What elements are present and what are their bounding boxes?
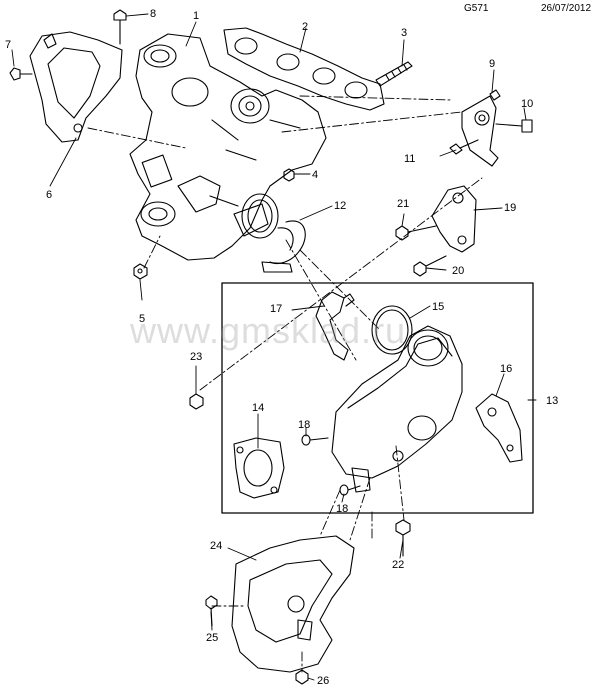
callout-3: 3 xyxy=(401,27,407,39)
clamp-12 xyxy=(241,193,306,273)
callout-5: 5 xyxy=(139,313,145,325)
callout-4: 4 xyxy=(312,169,318,181)
callout-11: 11 xyxy=(404,153,415,165)
heat-shield-upper xyxy=(29,31,123,143)
bolt-8 xyxy=(113,9,127,45)
callout-9: 9 xyxy=(489,58,495,70)
callout-labels: 1 2 3 4 5 6 7 8 9 10 11 12 13 14 15 16 1… xyxy=(5,8,558,686)
callout-14: 14 xyxy=(252,402,264,414)
callout-10: 10 xyxy=(521,98,533,110)
bolt-22 xyxy=(395,519,411,557)
callout-13: 13 xyxy=(546,395,558,407)
nut-4 xyxy=(283,168,295,182)
bolt-7 xyxy=(9,67,33,81)
callout-23: 23 xyxy=(190,351,202,363)
diagram-date: 26/07/2012 xyxy=(541,3,592,14)
leader-lines xyxy=(11,13,537,681)
callout-22: 22 xyxy=(392,559,404,571)
stud-3 xyxy=(375,61,413,87)
callout-2: 2 xyxy=(302,21,308,33)
callout-1: 1 xyxy=(193,10,199,22)
bracket-16 xyxy=(475,393,523,463)
diagram-code: G571 xyxy=(464,3,489,14)
callout-20: 20 xyxy=(452,265,464,277)
nut-23 xyxy=(189,393,204,410)
callout-21: 21 xyxy=(397,198,409,210)
bolt-11 xyxy=(449,139,479,155)
callout-6: 6 xyxy=(46,189,52,201)
callout-18-lower: 18 xyxy=(336,503,348,515)
turbocharger xyxy=(129,33,327,261)
bolt-20 xyxy=(413,255,447,277)
nut-5 xyxy=(133,263,148,280)
bolt-10 xyxy=(495,119,533,133)
o-ring-15 xyxy=(371,305,413,355)
heat-shield-lower xyxy=(231,535,355,673)
bracket-9 xyxy=(461,89,501,167)
catalytic-converter xyxy=(331,325,463,493)
flange-gasket-14 xyxy=(233,437,285,499)
stud-18-upper xyxy=(301,434,329,446)
callout-26: 26 xyxy=(317,675,329,686)
subassembly-frame xyxy=(221,282,534,514)
callout-16: 16 xyxy=(500,363,512,375)
callout-7: 7 xyxy=(5,39,11,51)
manifold-gasket xyxy=(223,27,385,111)
callout-19: 19 xyxy=(504,202,516,214)
callout-15: 15 xyxy=(432,301,444,313)
bracket-19 xyxy=(431,185,477,253)
callout-24: 24 xyxy=(210,540,222,552)
watermark: www.gmsklad.ru xyxy=(130,310,407,351)
callout-8: 8 xyxy=(150,8,156,20)
callout-12: 12 xyxy=(334,200,346,212)
callout-25: 25 xyxy=(206,632,218,644)
stud-18-lower xyxy=(339,484,361,496)
callout-18-upper: 18 xyxy=(298,419,310,431)
sensor-bracket-17 xyxy=(315,291,355,361)
bolt-21 xyxy=(395,225,437,241)
callout-17: 17 xyxy=(270,303,282,315)
assembly-lines xyxy=(87,95,483,673)
